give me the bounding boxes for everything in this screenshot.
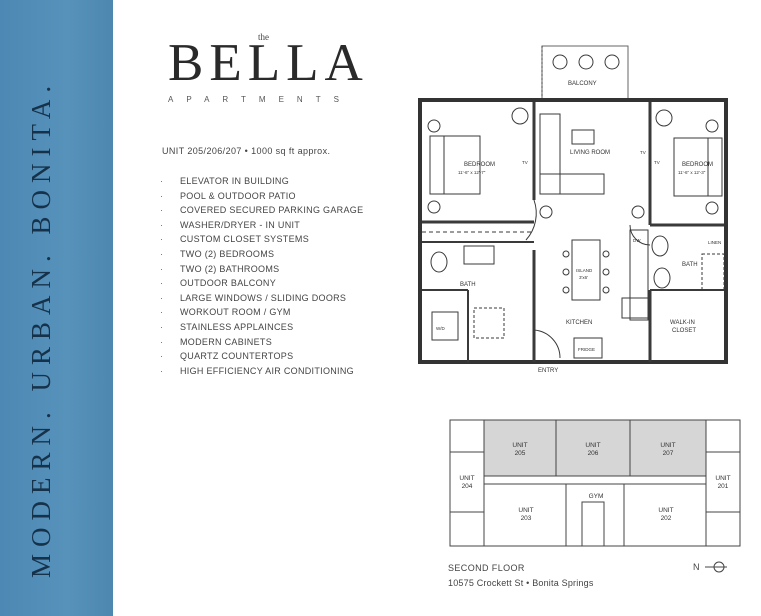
list-item: ·TWO (2) BEDROOMS [160, 248, 275, 259]
plan-label-bedroom-left: BEDROOM [464, 162, 495, 168]
list-item: ·CUSTOM CLOSET SYSTEMS [160, 234, 309, 245]
key-unit-word: UNIT [518, 507, 533, 514]
key-unit-206: 206 [588, 450, 599, 457]
list-item: ·STAINLESS APPLAINCES [160, 321, 294, 332]
plan-label-tv-left: TV [522, 160, 528, 165]
sidebar-tagline: MODERN. URBAN. BONITA. [26, 78, 56, 578]
plan-label-bedroom-left-dim: 11'-6" x 12'-7" [458, 170, 486, 175]
key-unit-202: 202 [661, 515, 672, 522]
plan-label-tv-right: TV [654, 160, 660, 165]
key-unit-204: 204 [462, 483, 473, 490]
key-unit-word: UNIT [512, 442, 527, 449]
plan-label-dw: DW [633, 238, 641, 243]
plan-label-bedroom-right: BEDROOM [682, 162, 713, 168]
key-unit-207: 207 [663, 450, 674, 457]
key-unit-203: 203 [521, 515, 532, 522]
blue-sidebar: MODERN. URBAN. BONITA. [0, 0, 113, 616]
key-unit-word: UNIT [660, 442, 675, 449]
feature-list: ·ELEVATOR IN BUILDING ·POOL & OUTDOOR PA… [160, 174, 363, 378]
plan-label-tv-living: TV [640, 150, 646, 155]
plan-label-wd: W/D [436, 326, 445, 331]
north-arrow-icon [705, 561, 727, 573]
plan-label-bath-left: BATH [460, 282, 476, 288]
list-item: ·TWO (2) BATHROOMS [160, 263, 280, 274]
key-unit-word: UNIT [459, 475, 474, 482]
list-item: ·MODERN CABINETS [160, 336, 273, 347]
plan-label-island: ISLAND [576, 268, 593, 273]
second-floor-key-plan: UNIT 205 UNIT 206 UNIT 207 UNIT 204 UNIT… [449, 419, 741, 547]
plan-label-kitchen: KITCHEN [566, 320, 592, 326]
list-item: ·COVERED SECURED PARKING GARAGE [160, 205, 364, 216]
plan-label-entry: ENTRY [538, 368, 558, 374]
key-unit-word: UNIT [715, 475, 730, 482]
brand-title: BELLA [168, 34, 369, 92]
list-item: ·WASHER/DRYER - IN UNIT [160, 219, 301, 230]
list-item: ·WORKOUT ROOM / GYM [160, 307, 291, 318]
key-gym: GYM [589, 493, 604, 500]
key-unit-205: 205 [515, 450, 526, 457]
brand-article: the [258, 32, 269, 42]
plan-label-fridge: FRIDGE [578, 347, 595, 352]
brand-subtitle: APARTMENTS [168, 95, 352, 104]
plan-label-walk-in: WALK-IN [670, 320, 695, 326]
list-item: ·ELEVATOR IN BUILDING [160, 176, 290, 186]
list-item: ·HIGH EFFICIENCY AIR CONDITIONING [160, 365, 354, 376]
plan-label-linen: LINEN [708, 240, 721, 245]
plan-label-island-dim: 3'x6' [579, 275, 588, 280]
unit-size-line: UNIT 205/206/207 • 1000 sq ft approx. [162, 146, 331, 156]
list-item: ·POOL & OUTDOOR PATIO [160, 190, 296, 201]
address: 10575 Crockett St • Bonita Springs [448, 578, 594, 588]
key-unit-word: UNIT [585, 442, 600, 449]
list-item: ·QUARTZ COUNTERTOPS [160, 351, 294, 362]
plan-label-closet: CLOSET [672, 328, 696, 334]
key-unit-word: UNIT [658, 507, 673, 514]
floor-label: SECOND FLOOR [448, 563, 525, 573]
plan-label-balcony: BALCONY [568, 81, 597, 87]
plan-label-living-room: LIVING ROOM [570, 150, 610, 156]
north-label: N [693, 562, 700, 572]
plan-label-bath-right: BATH [682, 262, 698, 268]
unit-floor-plan: BALCONY BEDROOM 11'-6" x 12'-7" LIVING R… [418, 45, 728, 374]
plan-label-bedroom-right-dim: 11'-6" x 12'-3" [678, 170, 706, 175]
list-item: ·OUTDOOR BALCONY [160, 278, 277, 289]
list-item: ·LARGE WINDOWS / SLIDING DOORS [160, 292, 347, 303]
key-unit-201: 201 [718, 483, 729, 490]
